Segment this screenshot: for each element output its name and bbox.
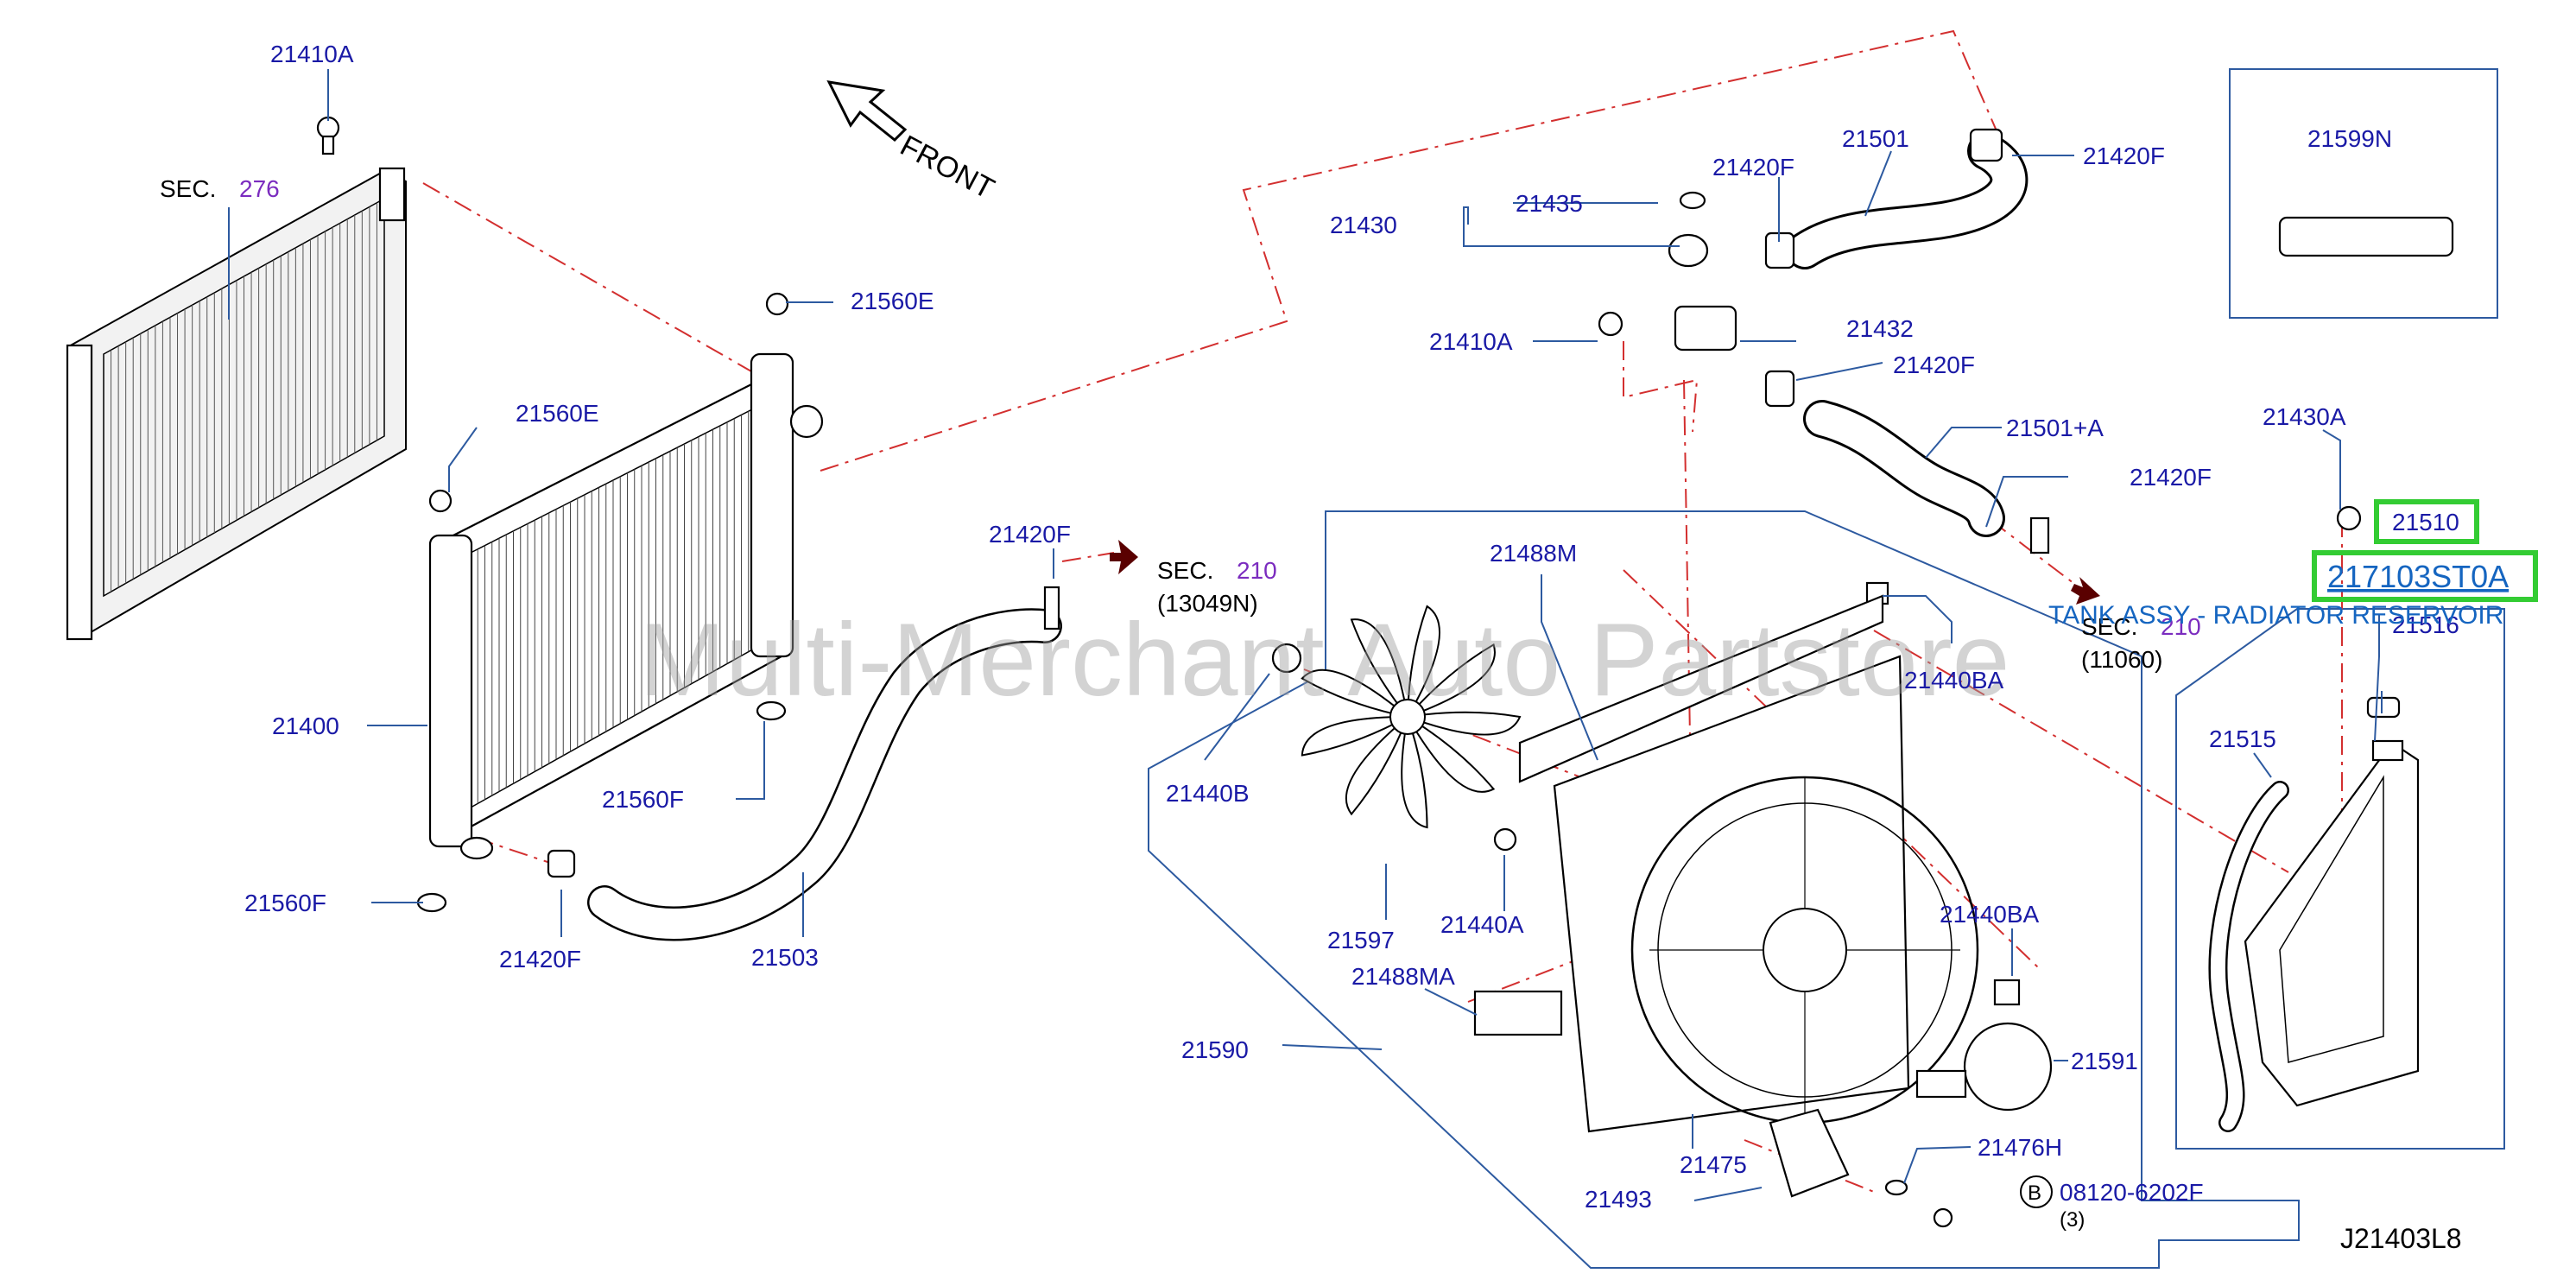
part-21410A-top[interactable]: 21410A xyxy=(270,41,354,67)
resistor-21493 xyxy=(1769,1108,1850,1198)
reservoir-assembly-outline xyxy=(2175,608,2505,1150)
centerline-reservoir xyxy=(1873,630,2289,873)
highlight-21510-box xyxy=(2374,499,2479,544)
insulator-21599N xyxy=(2278,216,2454,257)
part-21410A-mid[interactable]: 21410A xyxy=(1429,328,1513,355)
part-21501A[interactable]: 21501+A xyxy=(2006,415,2104,441)
watermark: Multi-Merchant Auto Partstore xyxy=(639,602,2010,718)
part-21475[interactable]: 21475 xyxy=(1680,1151,1747,1178)
sec-210-number-a[interactable]: 210 xyxy=(1237,557,1277,584)
part-21590[interactable]: 21590 xyxy=(1181,1036,1249,1063)
part-21440B[interactable]: 21440B xyxy=(1166,780,1250,807)
leader-lines xyxy=(228,69,2383,1201)
sec-210-ref-a: (13049N) xyxy=(1157,590,1258,617)
part-21420F-f[interactable]: 21420F xyxy=(2130,464,2212,491)
fan-motor-21591 xyxy=(1963,1022,2053,1112)
part-21515[interactable]: 21515 xyxy=(2209,725,2276,752)
sec-210-arrow-icon-a xyxy=(1110,540,1138,574)
sec-210-number-b[interactable]: 210 xyxy=(2161,613,2201,640)
centerline-hose-21420F xyxy=(1061,552,1115,562)
front-arrow-icon xyxy=(826,80,908,143)
highlight-part-21510[interactable]: 21510 xyxy=(2392,509,2459,535)
centerline-motor xyxy=(1744,1139,1875,1193)
centerline-shroud xyxy=(1623,569,2039,968)
sec-276-label: SEC. xyxy=(160,175,216,202)
part-21420F-c[interactable]: 21420F xyxy=(1712,154,1794,181)
part-21440BA-a[interactable]: 21440BA xyxy=(1904,667,2004,694)
sec-210-arrow-icon-b xyxy=(2071,577,2100,605)
part-21420F-e[interactable]: 21420F xyxy=(1893,352,1975,378)
part-21420F-d[interactable]: 21420F xyxy=(2083,143,2165,169)
centerline-shroud-low xyxy=(1467,897,1737,1003)
part-21430[interactable]: 21430 xyxy=(1330,212,1397,238)
part-21560F-b[interactable]: 21560F xyxy=(244,890,326,916)
part-number-labels: 21410A 21560E 21560E 21400 21560F 21560F… xyxy=(244,41,2459,1213)
centerline-condenser xyxy=(422,182,752,372)
seal-21488MA xyxy=(1473,990,1563,1036)
part-21440BA-b[interactable]: 21440BA xyxy=(1940,901,2040,928)
inset-box-21599N xyxy=(2229,68,2498,319)
air-guide-21488M xyxy=(1518,594,1884,783)
reservoir-tank-21710 xyxy=(2244,739,2420,1107)
part-21560F-a[interactable]: 21560F xyxy=(602,786,684,813)
highlight-link-217103ST0A[interactable]: 217103ST0A xyxy=(2327,559,2509,594)
front-label: FRONT xyxy=(895,130,999,206)
bolt-part-number[interactable]: 08120-6202F xyxy=(2060,1179,2204,1206)
part-21516[interactable]: 21516 xyxy=(2392,611,2459,638)
part-21476H[interactable]: 21476H xyxy=(1978,1134,2062,1161)
centerline-bolt-21410A xyxy=(1623,341,1699,433)
highlight-description: TANK ASSY - RADIATOR RESERVOIR xyxy=(2048,601,2503,630)
part-21560E-a[interactable]: 21560E xyxy=(851,288,934,314)
sec-276-number[interactable]: 276 xyxy=(239,175,280,202)
centerline-upper-hose xyxy=(820,29,2004,472)
part-21501[interactable]: 21501 xyxy=(1842,125,1909,152)
sec-210-label-a: SEC. xyxy=(1157,557,1213,584)
highlight-217103ST0A-box xyxy=(2312,550,2538,602)
fan-shroud-21590 xyxy=(1553,655,1979,1133)
part-21440A[interactable]: 21440A xyxy=(1440,911,1524,938)
part-21430A[interactable]: 21430A xyxy=(2263,403,2346,430)
part-21560E-b[interactable]: 21560E xyxy=(516,400,599,427)
fan-assembly-outline xyxy=(1148,510,2300,1269)
part-21597[interactable]: 21597 xyxy=(1327,927,1395,953)
part-21420F-b[interactable]: 21420F xyxy=(989,521,1071,548)
sec-210-label-b: SEC. xyxy=(2081,613,2137,640)
part-21420F-a[interactable]: 21420F xyxy=(499,946,581,972)
part-21488M[interactable]: 21488M xyxy=(1490,540,1577,567)
condenser-illustration xyxy=(66,167,407,641)
radiator-illustration xyxy=(428,352,824,860)
sec-210-ref-b: (11060) xyxy=(2081,646,2162,673)
part-21432[interactable]: 21432 xyxy=(1846,315,1914,342)
fan-blade-21597 xyxy=(1301,605,1522,829)
bolt-symbol-icon: B xyxy=(2028,1181,2041,1205)
part-21435[interactable]: 21435 xyxy=(1516,190,1583,217)
diagram-id: J21403L8 xyxy=(2340,1223,2462,1254)
part-21599N[interactable]: 21599N xyxy=(2307,125,2392,152)
part-21591[interactable]: 21591 xyxy=(2071,1048,2138,1074)
part-21488MA[interactable]: 21488MA xyxy=(1351,963,1455,990)
bolt-quantity: (3) xyxy=(2060,1208,2085,1232)
hose-clamps xyxy=(316,116,2401,1228)
part-21400[interactable]: 21400 xyxy=(272,713,339,739)
part-21493[interactable]: 21493 xyxy=(1585,1186,1652,1213)
part-21503[interactable]: 21503 xyxy=(751,944,819,971)
